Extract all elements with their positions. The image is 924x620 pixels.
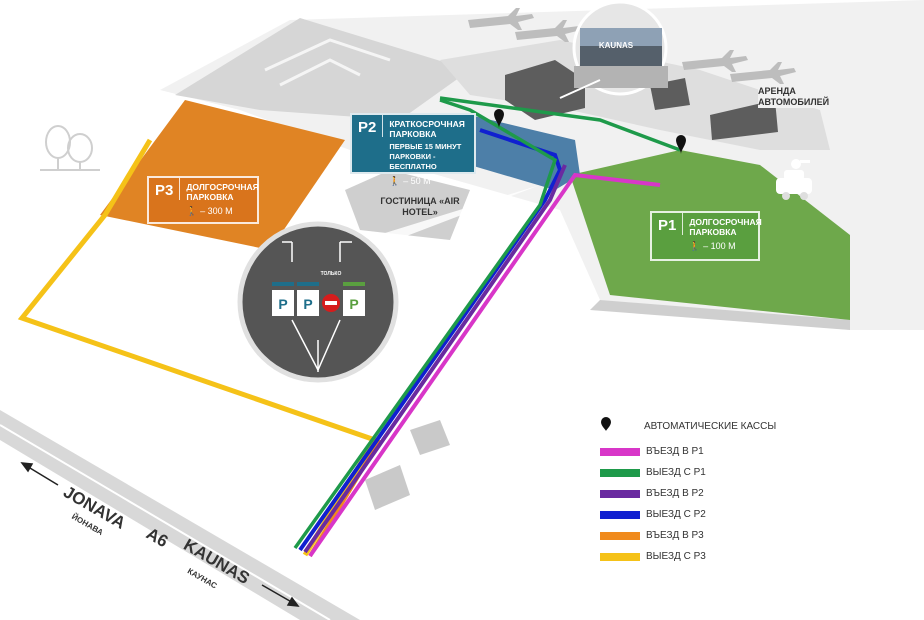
car-rental-icon: [776, 159, 812, 200]
kiosk-pin: [676, 135, 686, 154]
kiosk-pin-icon: [601, 417, 622, 433]
legend-row: ВЪЕЗД В Р1: [600, 441, 776, 462]
legend-label: ВЫЕЗД С Р1: [646, 467, 706, 478]
legend-row: ВЫЕЗД С Р1: [600, 462, 776, 483]
block-road: [279, 58, 361, 87]
small-block: [410, 420, 450, 455]
walk-icon: 🚶: [186, 206, 198, 216]
p3-code: P3: [149, 178, 181, 200]
p2-title: КРАТКОСРОЧНАЯ ПАРКОВКА: [389, 119, 465, 139]
legend-label: ВЪЕЗД В Р2: [646, 488, 704, 499]
sign-p1: [343, 290, 365, 316]
legend-swatch: [600, 510, 640, 519]
route-exit-p1: [293, 98, 558, 550]
entrance-sign-diagram: P P P: [237, 221, 399, 383]
svg-text:P: P: [349, 296, 358, 312]
legend: АВТОМАТИЧЕСКИЕ КАССЫ ВЪЕЗД В Р1 ВЫЕЗД С …: [600, 417, 776, 567]
legend-row: ВЪЕЗД В Р3: [600, 525, 776, 546]
legend-swatch: [600, 447, 640, 456]
block-road: [264, 38, 391, 72]
legend-row: ВЪЕЗД В Р2: [600, 483, 776, 504]
hotel-label: ГОСТИНИЦА «AIR HOTEL»: [380, 196, 460, 217]
legend-swatch: [600, 468, 640, 477]
p3-walk: – 300 м: [200, 206, 233, 216]
svg-text:P: P: [278, 296, 287, 312]
rental-label: АРЕНДА АВТОМОБИЛЕЙ: [758, 86, 842, 108]
area-strip: [590, 300, 850, 330]
legend-label: ВЫЕЗД С Р3: [646, 551, 706, 562]
only-label: ТОЛЬКО: [320, 271, 342, 277]
p2-code: P2: [352, 115, 384, 137]
legend-swatch: [600, 489, 640, 498]
kiosk-pin: [494, 109, 504, 128]
terminal-sign: KAUNAS: [598, 41, 634, 50]
p3-label: P3 ДОЛГОСРОЧНАЯ ПАРКОВКА 🚶 – 300 м: [147, 176, 259, 224]
tree-icon: [40, 125, 100, 171]
legend-kiosk: АВТОМАТИЧЕСКИЕ КАССЫ: [600, 417, 776, 435]
route-entry-p1: [308, 172, 661, 558]
highway-a6: [0, 410, 360, 620]
photo-pointer: [559, 79, 601, 99]
p1-walk: – 100 м: [703, 241, 736, 251]
route-exit-p1-top: [439, 96, 681, 152]
airplane-icon: [468, 8, 796, 84]
p1-title: ДОЛГОСРОЧНАЯ ПАРКОВКА: [689, 217, 762, 237]
p3-title: ДОЛГОСРОЧНАЯ ПАРКОВКА: [186, 182, 259, 202]
legend-label: ВЫЕЗД С Р2: [646, 509, 706, 520]
legend-label: ВЪЕЗД В Р3: [646, 530, 704, 541]
sign-p2-left: [272, 290, 294, 316]
direction-arrows: [20, 462, 300, 607]
p1-code: P1: [652, 213, 684, 235]
legend-kiosk-label: АВТОМАТИЧЕСКИЕ КАССЫ: [644, 420, 777, 432]
legend-swatch: [600, 531, 640, 540]
sign-p2-right: [297, 290, 319, 316]
block-area: [175, 18, 470, 120]
p1-label: P1 ДОЛГОСРОЧНАЯ ПАРКОВКА 🚶 – 100 м: [650, 211, 762, 261]
legend-swatch: [600, 552, 640, 561]
p2-note: ПЕРВЫЕ 15 МИНУТ ПАРКОВКИ - БЕСПЛАТНО: [389, 142, 462, 171]
highway-divider: [0, 424, 331, 620]
legend-row: ВЫЕЗД С Р2: [600, 504, 776, 525]
sign-pointer: [330, 185, 540, 250]
route-entry-p2: [303, 164, 567, 554]
svg-text:P: P: [303, 296, 312, 312]
small-block: [365, 465, 410, 510]
terminal-photo: [572, 0, 668, 96]
legend-row: ВЫЕЗД С Р3: [600, 546, 776, 567]
rental-building: [710, 100, 778, 140]
walk-icon: 🚶: [689, 241, 701, 251]
legend-label: ВЪЕЗД В Р1: [646, 446, 704, 457]
p2-walk: – 50 м: [403, 176, 431, 186]
p2-label: P2 КРАТКОСРОЧНАЯ ПАРКОВКА ПЕРВЫЕ 15 МИНУ…: [350, 113, 476, 186]
terminal-building: [505, 60, 585, 120]
walk-icon: 🚶: [389, 176, 401, 186]
